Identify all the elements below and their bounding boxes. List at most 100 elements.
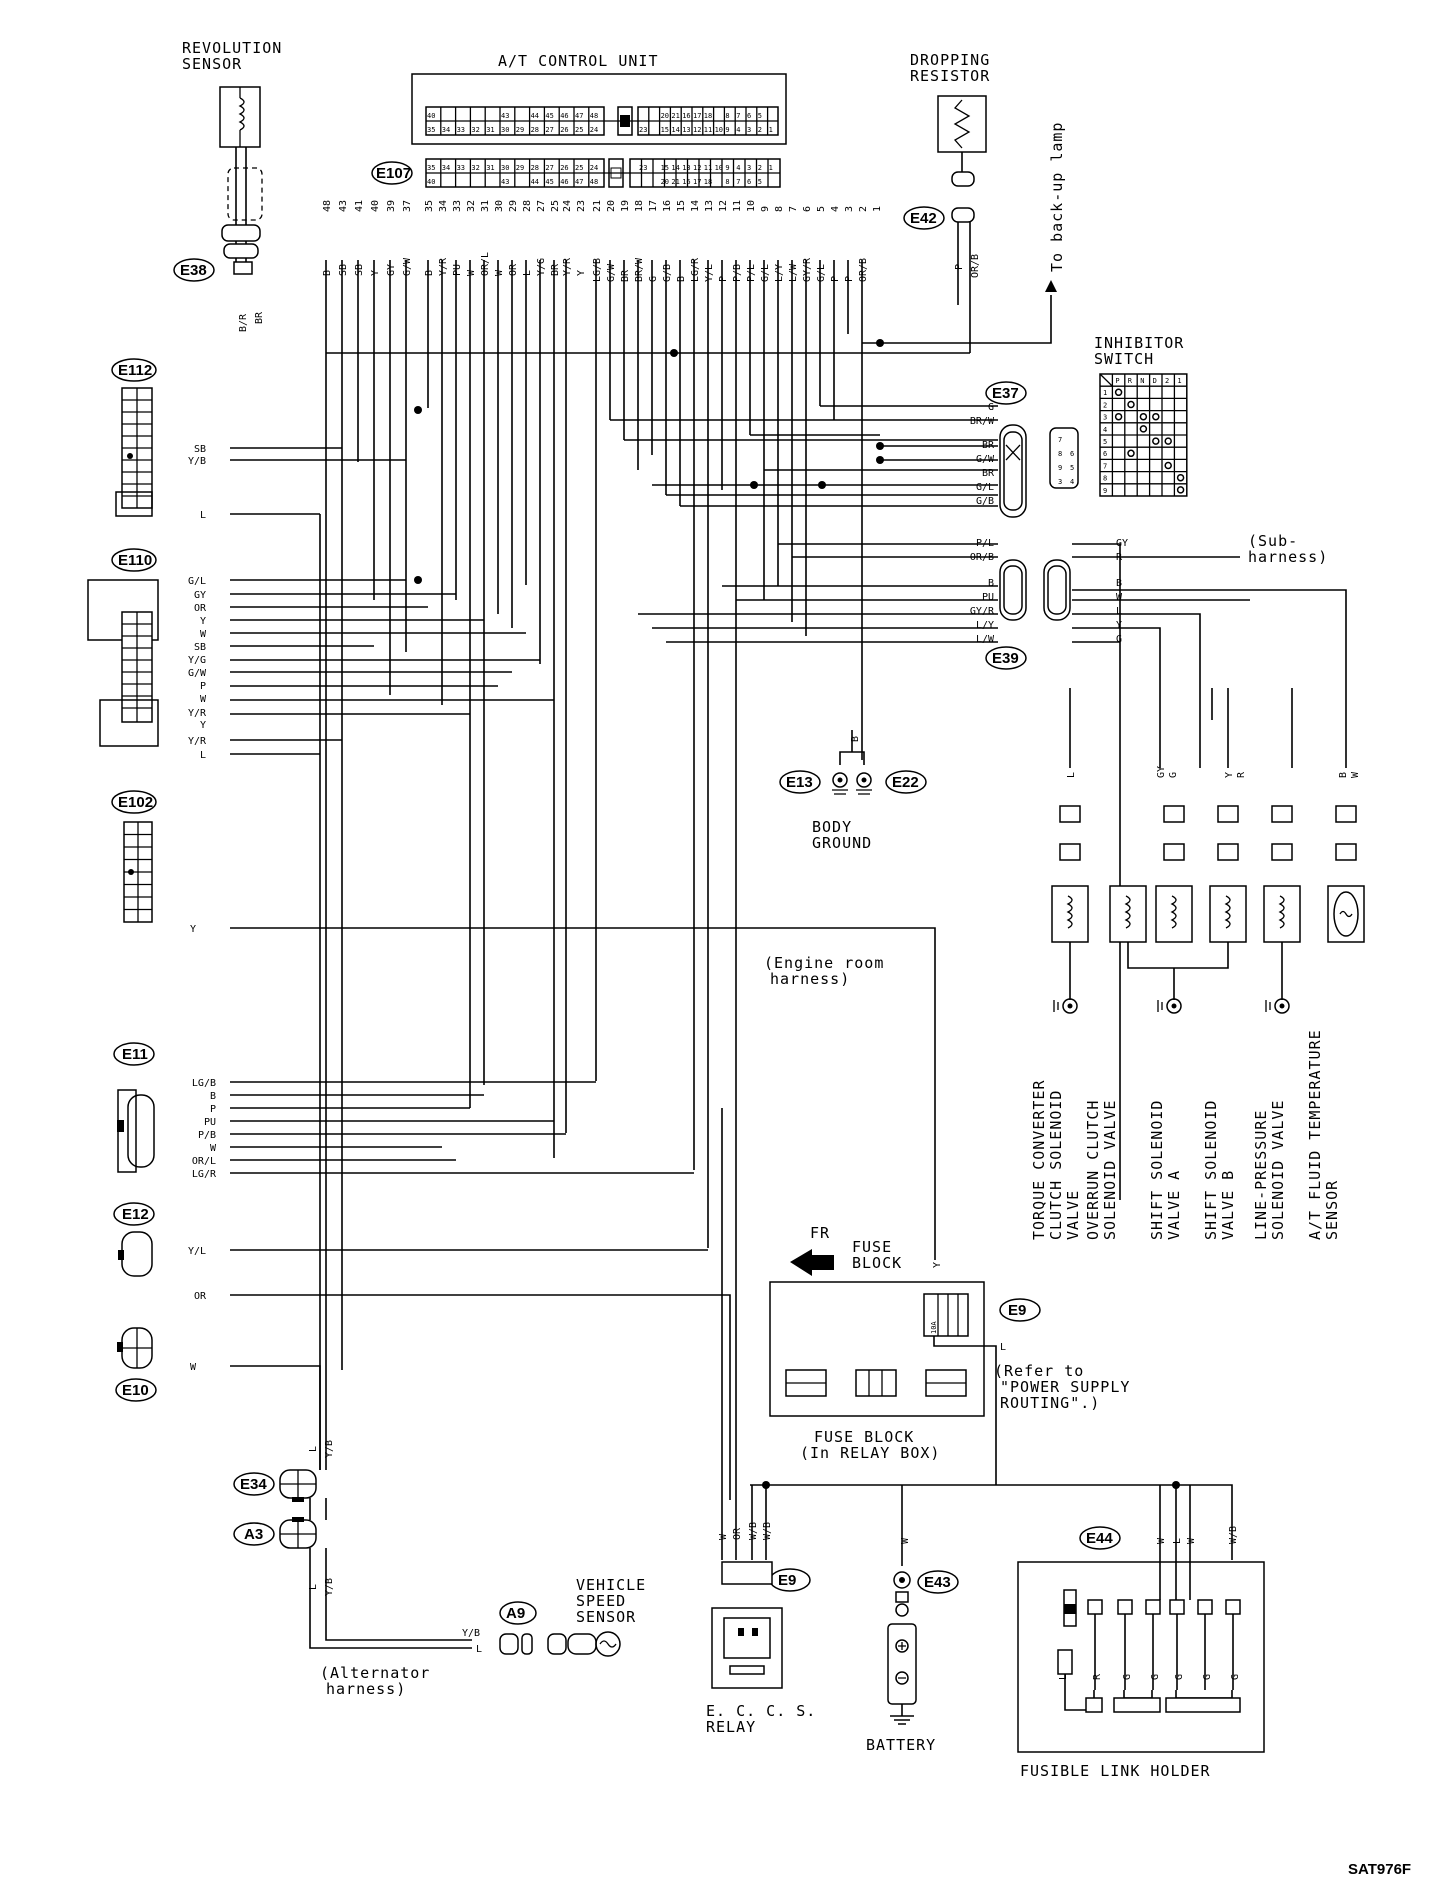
e37-badge	[985, 381, 1027, 405]
ecu-cell: 28	[531, 164, 539, 172]
svg-text:W: W	[200, 694, 207, 705]
svg-text:GY: GY	[1116, 538, 1128, 549]
ecu-cell: 7	[736, 178, 740, 186]
at-control-unit-box	[411, 73, 787, 145]
svg-text:2: 2	[1103, 401, 1107, 409]
a3-wire-l: L	[308, 1584, 319, 1590]
svg-text:W: W	[1156, 1537, 1167, 1544]
svg-text:L/W: L/W	[976, 634, 995, 645]
ecu-pin-number: 9	[760, 206, 771, 212]
ecu-cell: 47	[575, 112, 583, 120]
ecu-cell: 31	[486, 164, 494, 172]
ecu-cell: 32	[471, 126, 479, 134]
ecu-cell: 40	[427, 112, 435, 120]
e42-wire-p: P	[954, 264, 965, 270]
svg-text:3: 3	[1058, 478, 1062, 486]
ecu-cell: 12	[693, 164, 701, 172]
svg-text:LG/B: LG/B	[192, 1078, 216, 1089]
ecu-pin-wire: G/B	[662, 264, 673, 282]
svg-text:P: P	[1115, 377, 1119, 385]
e12-label: E12	[122, 1206, 149, 1223]
svg-text:OR/B: OR/B	[970, 552, 994, 563]
ecu-cell: 8	[725, 112, 729, 120]
ecu-cell: 30	[501, 164, 509, 172]
svg-text:G/L: G/L	[976, 482, 994, 493]
svg-text:OR: OR	[194, 1291, 207, 1302]
svg-text:BR: BR	[982, 468, 995, 479]
ecu-cell: 40	[427, 178, 435, 186]
ecu-cell: 11	[704, 126, 712, 134]
svg-text:4: 4	[1070, 478, 1074, 486]
svg-text:W/B: W/B	[1228, 1526, 1239, 1544]
e112-connector	[115, 387, 153, 517]
svg-text:G: G	[1230, 1674, 1241, 1680]
e42-badge	[903, 206, 945, 230]
a3-connector	[279, 1517, 317, 1549]
svg-text:SENSOR: SENSOR	[1323, 1180, 1341, 1240]
ecu-cell: 12	[693, 126, 701, 134]
svg-text:R: R	[1128, 377, 1133, 385]
svg-text:LG/R: LG/R	[192, 1169, 217, 1180]
svg-text:P/B: P/B	[198, 1130, 216, 1141]
svg-text:W: W	[190, 1362, 197, 1373]
ecu-pin-wire: BR/W	[634, 257, 645, 282]
a3-label: A3	[244, 1526, 263, 1543]
ecu-cell: 44	[531, 178, 539, 186]
svg-text:1: 1	[1103, 389, 1107, 397]
svg-text:VALVE A: VALVE A	[1165, 1170, 1183, 1240]
fuse-wire-l: L	[1000, 1342, 1006, 1353]
svg-text:L: L	[1116, 606, 1122, 617]
svg-text:9: 9	[1103, 487, 1107, 495]
ecu-pin-wire: B	[424, 270, 435, 276]
svg-text:6: 6	[1070, 450, 1074, 458]
solenoid-valves	[1051, 805, 1365, 1014]
e37-label: E37	[992, 385, 1019, 402]
e102-connector	[123, 821, 153, 923]
svg-text:8: 8	[1058, 450, 1062, 458]
e107-label: E107	[376, 165, 411, 182]
svg-text:G: G	[1150, 1674, 1161, 1680]
ecu-pin-number: 27	[536, 200, 547, 212]
svg-text:G: G	[988, 402, 994, 413]
ecu-pin-wire: P	[718, 276, 729, 282]
e12-wire-labels: Y/LOR	[188, 1246, 207, 1302]
ecu-pin-wire: W	[494, 269, 505, 276]
e12-connector	[118, 1231, 153, 1277]
svg-text:W/B: W/B	[762, 1522, 773, 1540]
ecu-pin-number: 6	[802, 206, 813, 212]
svg-text:SOLENOID VALVE: SOLENOID VALVE	[1101, 1100, 1119, 1240]
svg-text:G/L: G/L	[188, 576, 206, 587]
e112-badge	[111, 358, 157, 382]
ecu-pin-number: 8	[774, 206, 785, 212]
svg-text:G/W: G/W	[188, 668, 207, 679]
svg-text:W: W	[200, 629, 207, 640]
svg-text:L: L	[1058, 1674, 1069, 1680]
e38-label: E38	[180, 262, 207, 279]
ecu-cell: 31	[486, 126, 494, 134]
a9-label: A9	[506, 1605, 525, 1622]
e39-label: E39	[992, 650, 1019, 667]
svg-text:10A: 10A	[930, 1321, 938, 1334]
e13-label: E13	[786, 774, 813, 791]
battery	[887, 1571, 917, 1725]
ecu-cell: 29	[516, 164, 524, 172]
e39-badge	[985, 646, 1027, 670]
ecu-pin-number: 29	[508, 200, 519, 212]
a9-badge	[499, 1601, 537, 1625]
ecu-pin-number: 20	[606, 200, 617, 212]
e10-label: E10	[122, 1382, 149, 1399]
ecu-cell: 18	[704, 178, 712, 186]
ecu-pin-number: 5	[816, 206, 827, 212]
ecu-cell: 11	[704, 164, 712, 172]
ground-wire-label: B	[850, 736, 861, 742]
ecu-cell: 48	[590, 178, 598, 186]
e43-badge	[917, 1570, 959, 1594]
svg-text:Y/B: Y/B	[188, 456, 206, 467]
